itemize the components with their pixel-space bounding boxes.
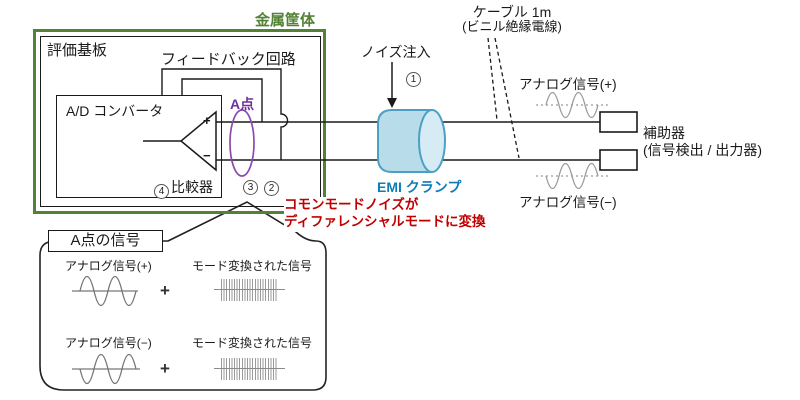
auxiliary-label: 補助器 (信号検出 / 出力器) [643, 125, 762, 158]
analog-plus-label: アナログ信号(+) [519, 77, 617, 92]
noise-injection-label: ノイズ注入 [361, 44, 431, 60]
feedback-label: フィードバック回路 [161, 51, 296, 68]
connector-plus [599, 111, 638, 133]
callout-row2-sine [79, 353, 137, 385]
mode-conversion-note-line2: ディファレンシャルモードに変換 [284, 213, 486, 229]
callout-row1-noise-wave [214, 279, 285, 301]
callout-title-box: A点の信号 [48, 230, 163, 252]
callout-row2-noise-label: モード変換された信号 [192, 336, 313, 350]
emi-clamp-body [377, 109, 433, 173]
callout-row1-signal-label: アナログ信号(+) [65, 259, 152, 273]
cable-label-line2: (ビニル絶縁電線) [462, 19, 562, 35]
mode-conversion-note-line1: コモンモードノイズが [284, 197, 419, 212]
auxiliary-label-line1: 補助器 [643, 125, 685, 141]
mode-conversion-note: コモンモードノイズが ディファレンシャルモードに変換 [284, 197, 490, 232]
comparator-plus-input: + [203, 113, 211, 128]
callout-title: A点の信号 [70, 232, 141, 249]
noise-injection-arrowhead [387, 98, 397, 108]
comparator-caption-label: 比較器 [171, 179, 213, 195]
emi-clamp-cap [418, 109, 446, 173]
cable-label: ケーブル 1m (ビニル絶縁電線) [448, 4, 576, 35]
auxiliary-label-line2: (信号検出 / 出力器) [643, 141, 762, 158]
callout-row1-noise-label: モード変換された信号 [192, 259, 313, 273]
connector-minus [599, 149, 638, 171]
callout-row2-noise-wave [214, 358, 285, 380]
comparator-minus-input: − [203, 148, 211, 163]
enclosure-label: 金属筐体 [255, 12, 316, 29]
step-1-badge: 1 [406, 72, 421, 87]
step-4-badge: 4 [154, 184, 169, 199]
cable-label-line1: ケーブル 1m [472, 4, 552, 20]
cable-pointer-line-1 [487, 37, 498, 121]
callout-row2-signal-label: アナログ信号(−) [65, 336, 152, 350]
callout-row2-plus-operator: + [160, 359, 170, 378]
point-a-label: A点 [230, 96, 255, 112]
step-2-badge: 2 [264, 181, 279, 196]
analog-plus-wave [545, 91, 599, 119]
cable-pointer-line-2 [494, 37, 520, 159]
adc-label: A/D コンバータ [66, 103, 164, 119]
callout-row1-sine [79, 275, 137, 307]
callout-row1-plus-operator: + [160, 281, 170, 300]
analog-minus-wave [545, 162, 599, 190]
analog-minus-label: アナログ信号(−) [519, 195, 617, 210]
board-label: 評価基板 [47, 42, 108, 59]
step-3-badge: 3 [243, 180, 258, 195]
emi-clamp-label: EMI クランプ [377, 179, 462, 195]
